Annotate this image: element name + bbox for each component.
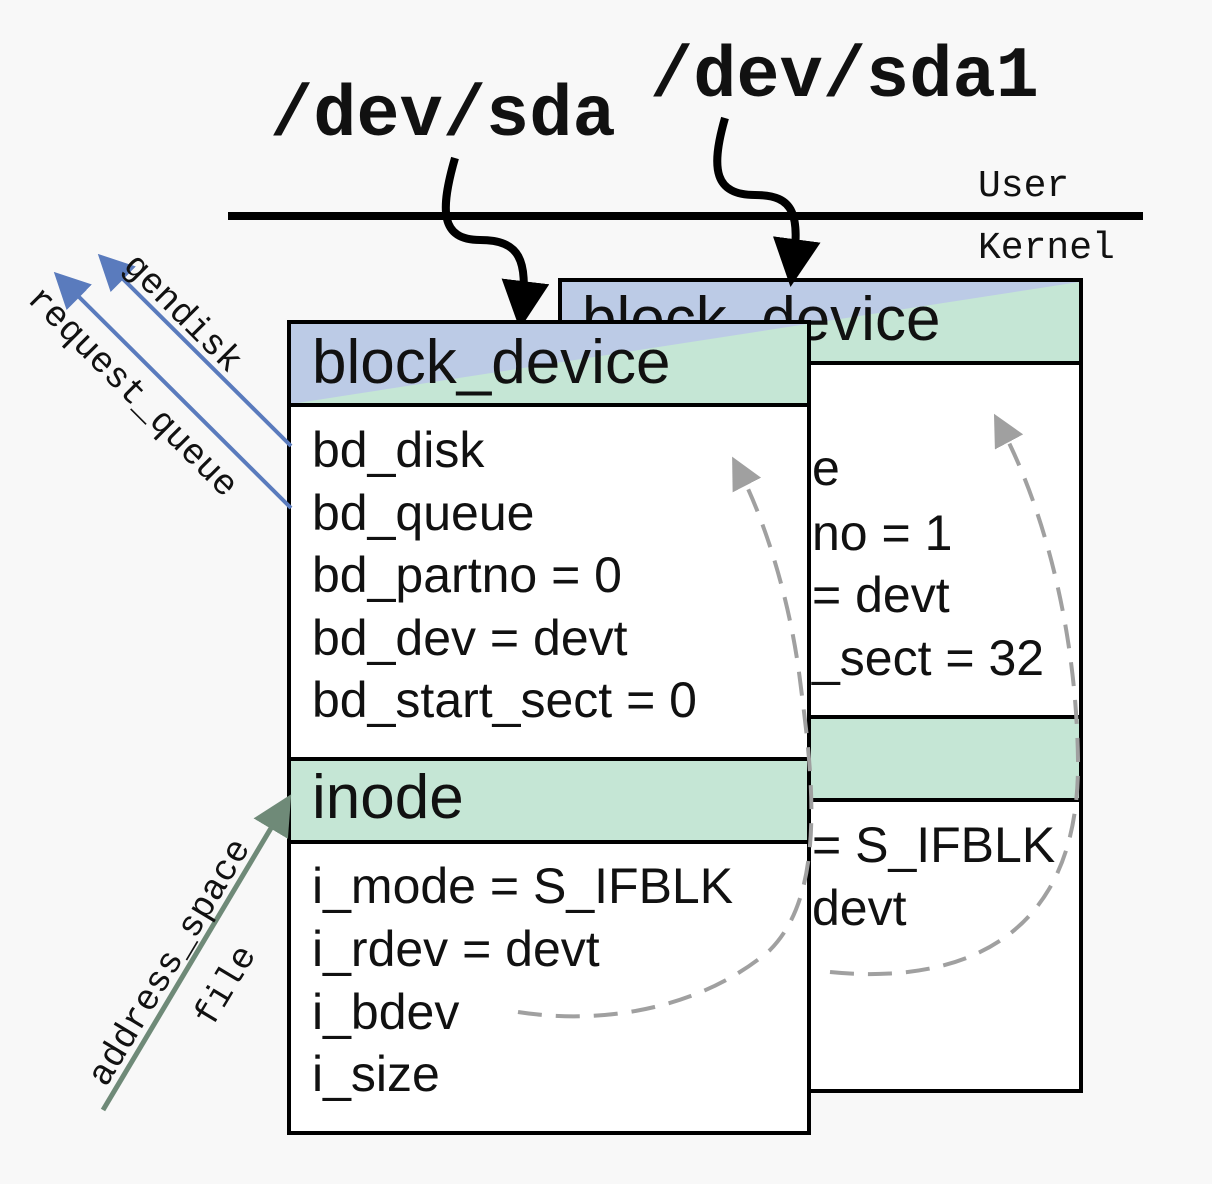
dev-sda1-arrow — [713, 116, 821, 288]
dev-sda-arrow — [441, 156, 550, 330]
front-block-device: block_device bd_disk bd_queue bd_partno … — [287, 320, 814, 1135]
gendisk-label: gendisk — [114, 246, 250, 382]
front-inode-field-i-rdev: i_rdev = devt — [312, 921, 600, 977]
back-dashed-bdev-arrow — [829, 413, 1081, 977]
dev-sda1-label: /dev/sda1 — [650, 36, 1039, 118]
front-header-title: block_device — [312, 328, 670, 397]
front-inode-field-i-bdev: i_bdev — [312, 984, 459, 1040]
back-field: = devt — [812, 567, 950, 623]
back-field: no = 1 — [812, 505, 952, 561]
front-header-blue — [291, 324, 807, 404]
front-field-bd-partno: bd_partno = 0 — [312, 547, 622, 603]
back-inode-field: = S_IFBLK — [812, 817, 1055, 873]
back-inode-field: devt — [812, 880, 907, 936]
front-field-bd-queue: bd_queue — [312, 485, 534, 541]
user-label: User — [978, 165, 1069, 208]
front-inode-title: inode — [312, 763, 464, 832]
front-inode-field-i-mode: i_mode = S_IFBLK — [312, 858, 733, 914]
back-field: e — [812, 440, 840, 496]
back-field: _sect = 32 — [811, 630, 1044, 686]
front-dashed-bdev-arrow — [517, 456, 814, 1019]
front-inode-field-i-size: i_size — [312, 1046, 440, 1102]
front-field-bd-disk: bd_disk — [312, 422, 485, 478]
dev-sda-label: /dev/sda — [270, 75, 616, 157]
front-field-bd-start-sect: bd_start_sect = 0 — [312, 672, 697, 728]
request-queue-arrow — [53, 271, 293, 510]
front-inode-header — [291, 759, 807, 841]
address-space-file-arrow — [100, 794, 292, 1112]
gendisk-arrow — [97, 253, 293, 448]
kernel-label: Kernel — [978, 227, 1115, 270]
front-field-bd-dev: bd_dev = devt — [312, 610, 628, 666]
front-box — [287, 320, 811, 1135]
